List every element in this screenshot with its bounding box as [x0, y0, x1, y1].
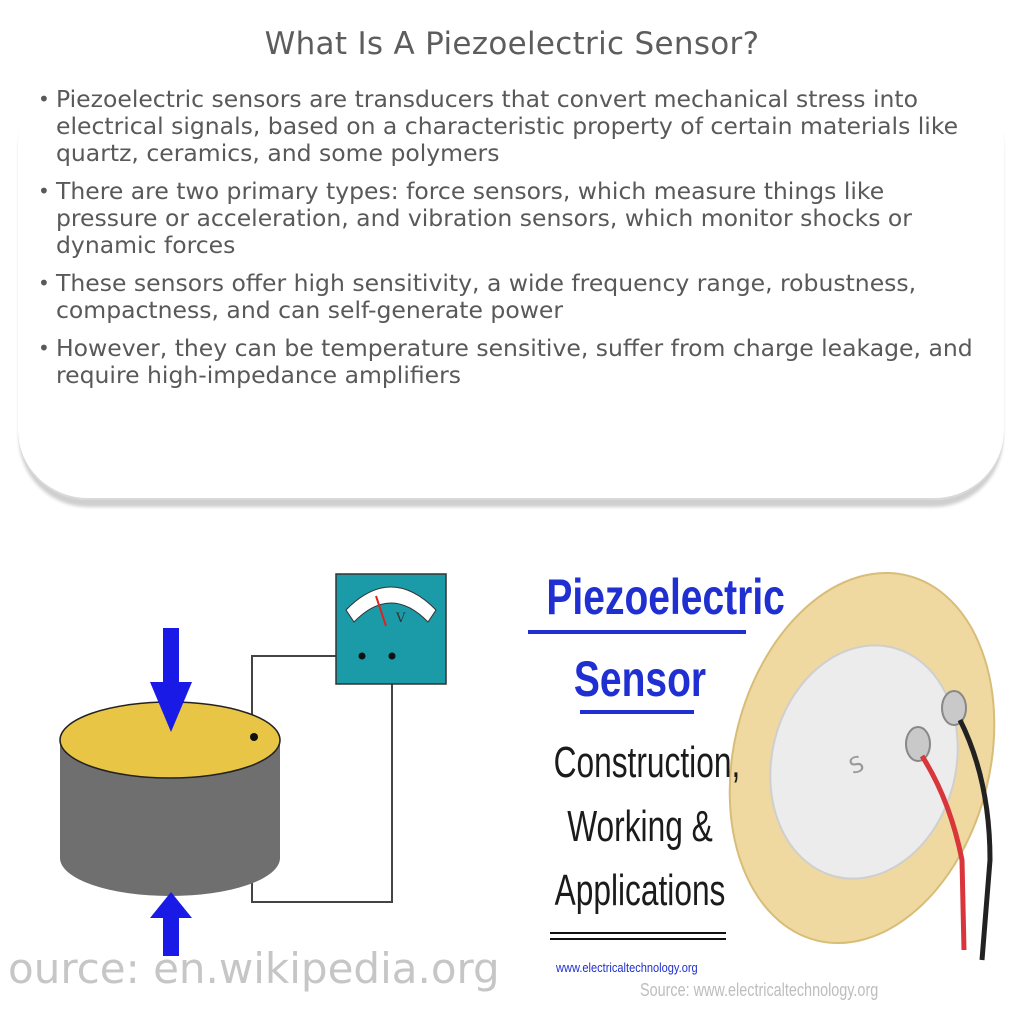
illustration-area: V ource: en.wikipedia.org S Piezoelectri…	[0, 540, 1024, 1024]
force-arrow-top-head	[150, 682, 192, 732]
bullet-text: These sensors offer high sensitivity, a …	[56, 269, 917, 324]
image-source: ource: en.wikipedia.org	[8, 944, 500, 993]
poster-rule-1	[528, 630, 746, 634]
voltmeter-dial	[345, 586, 437, 623]
piezo-diagram: V ource: en.wikipedia.org	[0, 540, 510, 1024]
black-wire	[957, 718, 993, 961]
force-arrow-bottom-shaft	[163, 916, 179, 956]
piezo-poster: S Piezoelectric Sensor Construction, Wor…	[520, 540, 1024, 1024]
poster-title-line2: Sensor	[573, 651, 707, 707]
bullet-list: •Piezoelectric sensors are transducers t…	[36, 86, 986, 400]
meter-terminal-left	[358, 652, 366, 660]
solder-point-red	[905, 726, 931, 762]
poster-sub-line1: Construction,	[553, 738, 741, 787]
wire-top	[251, 655, 362, 736]
summary-card	[18, 72, 1004, 502]
voltmeter-needle	[375, 595, 387, 627]
force-arrow-bottom-head	[150, 892, 192, 918]
poster-source: Source: www.electricaltechnology.org	[640, 980, 879, 1000]
ceramic-layer	[769, 644, 959, 880]
piezo-disc-svg: S	[728, 571, 996, 961]
bullet-item: •However, they can be temperature sensit…	[36, 335, 986, 389]
bullet-item: •There are two primary types: force sens…	[36, 178, 986, 259]
poster-sub-line3: Applications	[554, 866, 726, 915]
bullet-item: •Piezoelectric sensors are transducers t…	[36, 86, 986, 167]
bullet-dot: •	[38, 179, 50, 203]
cylinder-side	[60, 740, 280, 896]
bullet-text: Piezoelectric sensors are transducers th…	[56, 85, 959, 167]
bullet-text: However, they can be temperature sensiti…	[56, 334, 973, 389]
page-title: What Is A Piezoelectric Sensor?	[264, 26, 760, 62]
piezo-diagram-svg: V	[59, 573, 447, 956]
poster-rule-4	[550, 938, 726, 940]
poster-rule-2	[580, 710, 694, 714]
terminal-top	[250, 733, 258, 741]
poster-rule-3	[550, 932, 726, 934]
poster-sub-line2: Working &	[567, 802, 713, 851]
bullet-text: There are two primary types: force senso…	[56, 177, 912, 259]
poster-site: www.electricaltechnology.org	[556, 960, 698, 975]
red-wire	[919, 754, 967, 951]
bullet-dot: •	[38, 336, 50, 360]
force-arrow-top-shaft	[163, 628, 179, 684]
bullet-dot: •	[38, 87, 50, 111]
bullet-item: •These sensors offer high sensitivity, a…	[36, 270, 986, 324]
voltmeter-unit: V	[395, 611, 406, 626]
solder-point-black	[941, 690, 967, 726]
bullet-dot: •	[38, 271, 50, 295]
poster-title-line1: Piezoelectric	[546, 569, 785, 625]
meter-terminal-right	[388, 652, 396, 660]
